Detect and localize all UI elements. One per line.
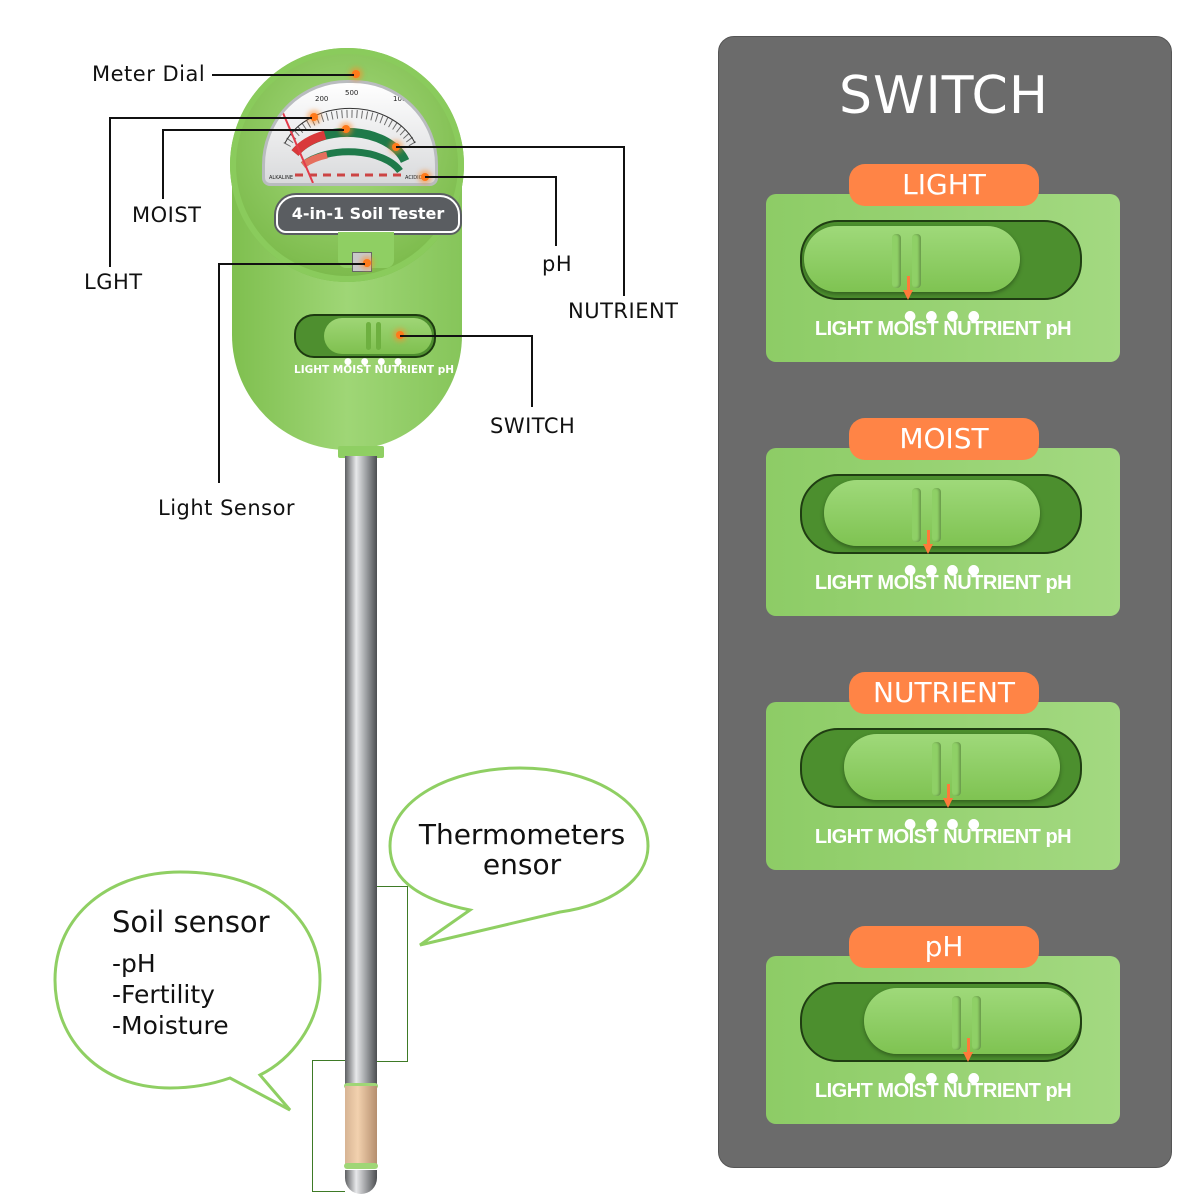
position-dots: ●●●● <box>904 1070 989 1086</box>
knob-ridge <box>912 488 921 542</box>
position-dots: ●●●● <box>904 308 989 324</box>
nutrient-leader-h <box>396 146 624 148</box>
callout-moist: MOIST <box>132 203 202 227</box>
switch-track[interactable] <box>800 728 1082 808</box>
panel-title: SWITCH <box>839 66 1049 126</box>
mode-scale-labels: LIGHT MOIST NUTRIENT pH <box>814 318 1072 340</box>
pointer-arrow-stem <box>907 276 910 290</box>
pointer-arrow-icon <box>963 1052 973 1062</box>
mode-card-nutrient: ●●●● LIGHT MOIST NUTRIENT pH <box>766 702 1120 870</box>
dial-tick-1000: 1000 <box>393 95 411 103</box>
device-neck <box>338 446 384 458</box>
callout-switch: SWITCH <box>490 414 576 438</box>
pointer-arrow-stem <box>947 784 950 798</box>
thermometer-bubble <box>388 766 650 947</box>
product-name-badge: 4-in-1 Soil Tester <box>276 195 460 233</box>
thermometer-line-2: ensor <box>482 848 562 881</box>
position-dots: ●●●● <box>904 816 989 832</box>
light-sensor-leader-v <box>218 263 220 483</box>
mode-card-moist: ●●●● LIGHT MOIST NUTRIENT pH <box>766 448 1120 616</box>
pointer-arrow-icon <box>903 290 913 300</box>
thermometer-line-1: Thermometers <box>418 818 626 851</box>
dial-tick-200: 200 <box>315 95 328 103</box>
device-switch-dots: ● ● ● ● <box>344 357 405 367</box>
light-sensor-window <box>352 252 372 272</box>
knob-ridge <box>892 234 901 288</box>
probe-ring-bottom <box>344 1163 378 1169</box>
light-marker-dot <box>310 113 318 121</box>
mode-card-ph: ●●●● LIGHT MOIST NUTRIENT pH <box>766 956 1120 1124</box>
switch-knob[interactable] <box>824 480 1040 546</box>
soil-sensor-bracket <box>312 1060 345 1192</box>
knob-ridge <box>366 322 371 350</box>
soil-sensor-bubble <box>53 870 322 1112</box>
meter-dial-marker-dot <box>352 70 360 78</box>
knob-ridge <box>376 322 381 350</box>
mode-tag-ph: pH <box>849 926 1039 968</box>
dial-alkaline: ALKALINE <box>269 175 293 181</box>
soil-sensor-item: -Fertility <box>112 980 215 1009</box>
metal-probe <box>345 456 377 1086</box>
ph-leader-v <box>555 176 557 246</box>
callout-light-sensor: Light Sensor <box>158 496 296 520</box>
pointer-arrow-icon <box>923 544 933 554</box>
light-leader-h <box>109 117 312 119</box>
mode-tag-moist: MOIST <box>849 418 1039 460</box>
soil-sensor-band <box>345 1086 377 1166</box>
switch-knob[interactable] <box>864 988 1080 1054</box>
knob-ridge <box>972 996 981 1050</box>
pointer-arrow-icon <box>943 798 953 808</box>
position-dots: ●●●● <box>904 562 989 578</box>
soil-sensor-bubble-list: -pH -Fertility -Moisture <box>112 948 229 1041</box>
pointer-arrow-stem <box>967 1038 970 1052</box>
dial-tick-500: 500 <box>345 89 358 97</box>
callout-meter-dial: Meter Dial <box>92 62 206 86</box>
switch-leader-h <box>400 335 532 337</box>
knob-ridge <box>932 742 941 796</box>
knob-ridge <box>952 742 961 796</box>
moist-marker-dot <box>342 125 350 133</box>
thermometer-bubble-text: Thermometers ensor <box>412 820 632 880</box>
soil-sensor-item: -pH <box>112 949 156 978</box>
nutrient-leader-v <box>623 146 625 296</box>
switch-knob[interactable] <box>804 226 1020 292</box>
ph-leader-h <box>425 176 556 178</box>
knob-ridge <box>912 234 921 288</box>
callout-nutrient: NUTRIENT <box>568 299 679 323</box>
light-sensor-marker-dot <box>363 259 371 267</box>
knob-ridge <box>952 996 961 1050</box>
thermometer-sensor-bracket <box>377 886 408 1062</box>
switch-track[interactable] <box>800 982 1082 1062</box>
switch-track[interactable] <box>800 474 1082 554</box>
soil-sensor-bubble-title: Soil sensor <box>112 905 270 939</box>
pointer-arrow-stem <box>927 530 930 544</box>
switch-knob[interactable] <box>844 734 1060 800</box>
mode-card-light: ●●●● LIGHT MOIST NUTRIENT pH <box>766 194 1120 362</box>
mode-scale-labels: LIGHT MOIST NUTRIENT pH <box>814 1080 1072 1102</box>
callout-light: LGHT <box>84 270 143 294</box>
meter-dial-leader <box>212 74 354 76</box>
soil-sensor-item: -Moisture <box>112 1011 229 1040</box>
light-sensor-leader-h <box>218 263 365 265</box>
knob-ridge <box>932 488 941 542</box>
switch-leader-v <box>531 335 533 407</box>
moist-leader-v <box>162 129 164 199</box>
mode-scale-labels: LIGHT MOIST NUTRIENT pH <box>814 826 1072 848</box>
device-switch-labels: LIGHT MOIST NUTRIENT pH <box>294 364 455 376</box>
callout-ph: pH <box>542 252 573 276</box>
mode-scale-labels: LIGHT MOIST NUTRIENT pH <box>814 572 1072 594</box>
moist-leader-h <box>162 129 344 131</box>
switch-track[interactable] <box>800 220 1082 300</box>
mode-tag-light: LIGHT <box>849 164 1039 206</box>
mode-tag-nutrient: NUTRIENT <box>849 672 1039 714</box>
speech-bubbles <box>53 766 650 1112</box>
light-leader-v <box>109 117 111 267</box>
dial-acidic: ACIDIC <box>405 175 423 181</box>
